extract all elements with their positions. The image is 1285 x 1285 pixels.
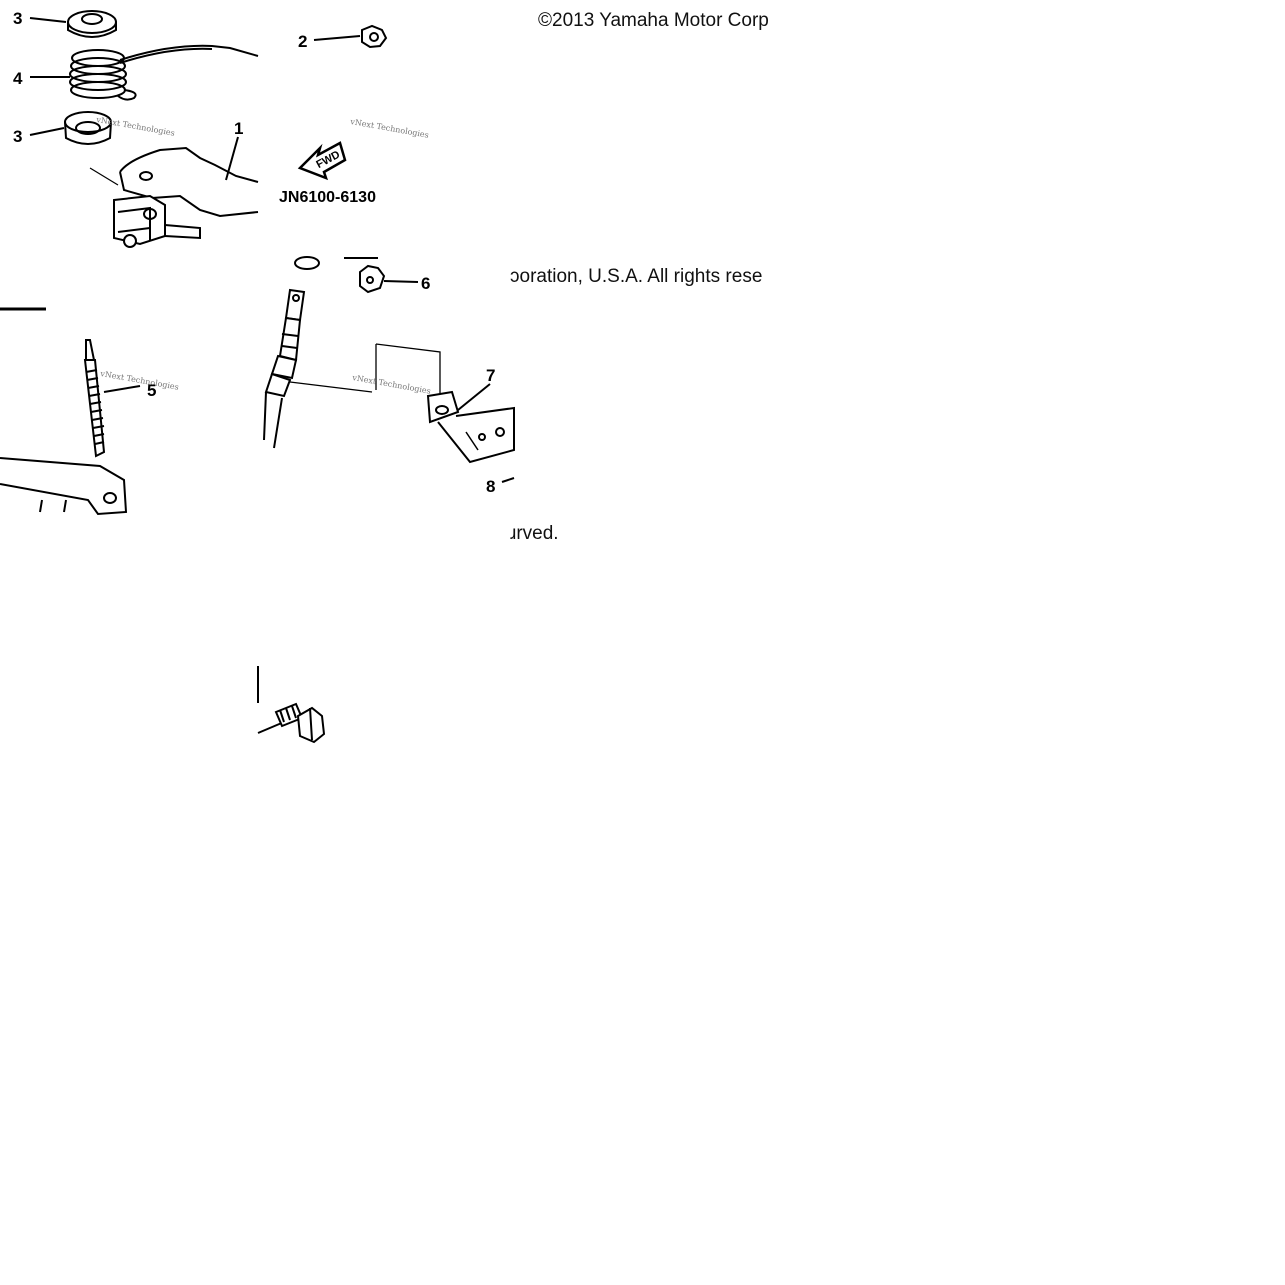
fwd-arrow-icon bbox=[297, 141, 347, 181]
bracket-7-part bbox=[426, 390, 515, 464]
callout-6: 6 bbox=[421, 274, 430, 293]
svg-text:vNext Technologies: vNext Technologies bbox=[351, 373, 432, 396]
tile-cable-bracket bbox=[263, 256, 515, 483]
bolt-part bbox=[274, 702, 326, 744]
callout-7: 7 bbox=[486, 366, 495, 385]
tile-adjusting-screw bbox=[0, 307, 141, 516]
copyright-line-1: ©2013 Yamaha Motor Corp bbox=[538, 10, 769, 31]
screw-part bbox=[83, 339, 106, 458]
svg-text:vNext Technologies: vNext Technologies bbox=[349, 117, 430, 140]
bracket-arm-part bbox=[0, 457, 128, 516]
spring-part bbox=[69, 44, 259, 101]
washer-top-part bbox=[67, 10, 117, 38]
cable-part bbox=[263, 288, 306, 449]
copyright-line-2: ɔoration, U.S.A. All rights rese bbox=[510, 266, 763, 287]
washer-bottom-part bbox=[64, 111, 112, 145]
svg-text:vNext Technologies: vNext Technologies bbox=[99, 369, 180, 392]
callout-2: 2 bbox=[298, 32, 307, 51]
tile-nut-fwd bbox=[297, 24, 388, 181]
tile-bolt bbox=[257, 666, 326, 744]
callout-8: 8 bbox=[486, 477, 495, 496]
callout-4: 4 bbox=[13, 69, 23, 88]
nut-6-part bbox=[359, 264, 386, 294]
watermark-marks: vNext Technologies vNext Technologies vN… bbox=[95, 115, 432, 396]
lever-part bbox=[113, 146, 259, 248]
callout-3-top: 3 bbox=[13, 9, 22, 28]
callout-3-bottom: 3 bbox=[13, 127, 22, 146]
tile-lever-assembly bbox=[29, 10, 259, 248]
part-code-label: JN6100-6130 bbox=[279, 189, 376, 206]
callout-1: 1 bbox=[234, 119, 243, 138]
nut-part bbox=[361, 24, 388, 49]
callout-5: 5 bbox=[147, 381, 156, 400]
copyright-line-3: ɹrved. bbox=[510, 523, 559, 544]
